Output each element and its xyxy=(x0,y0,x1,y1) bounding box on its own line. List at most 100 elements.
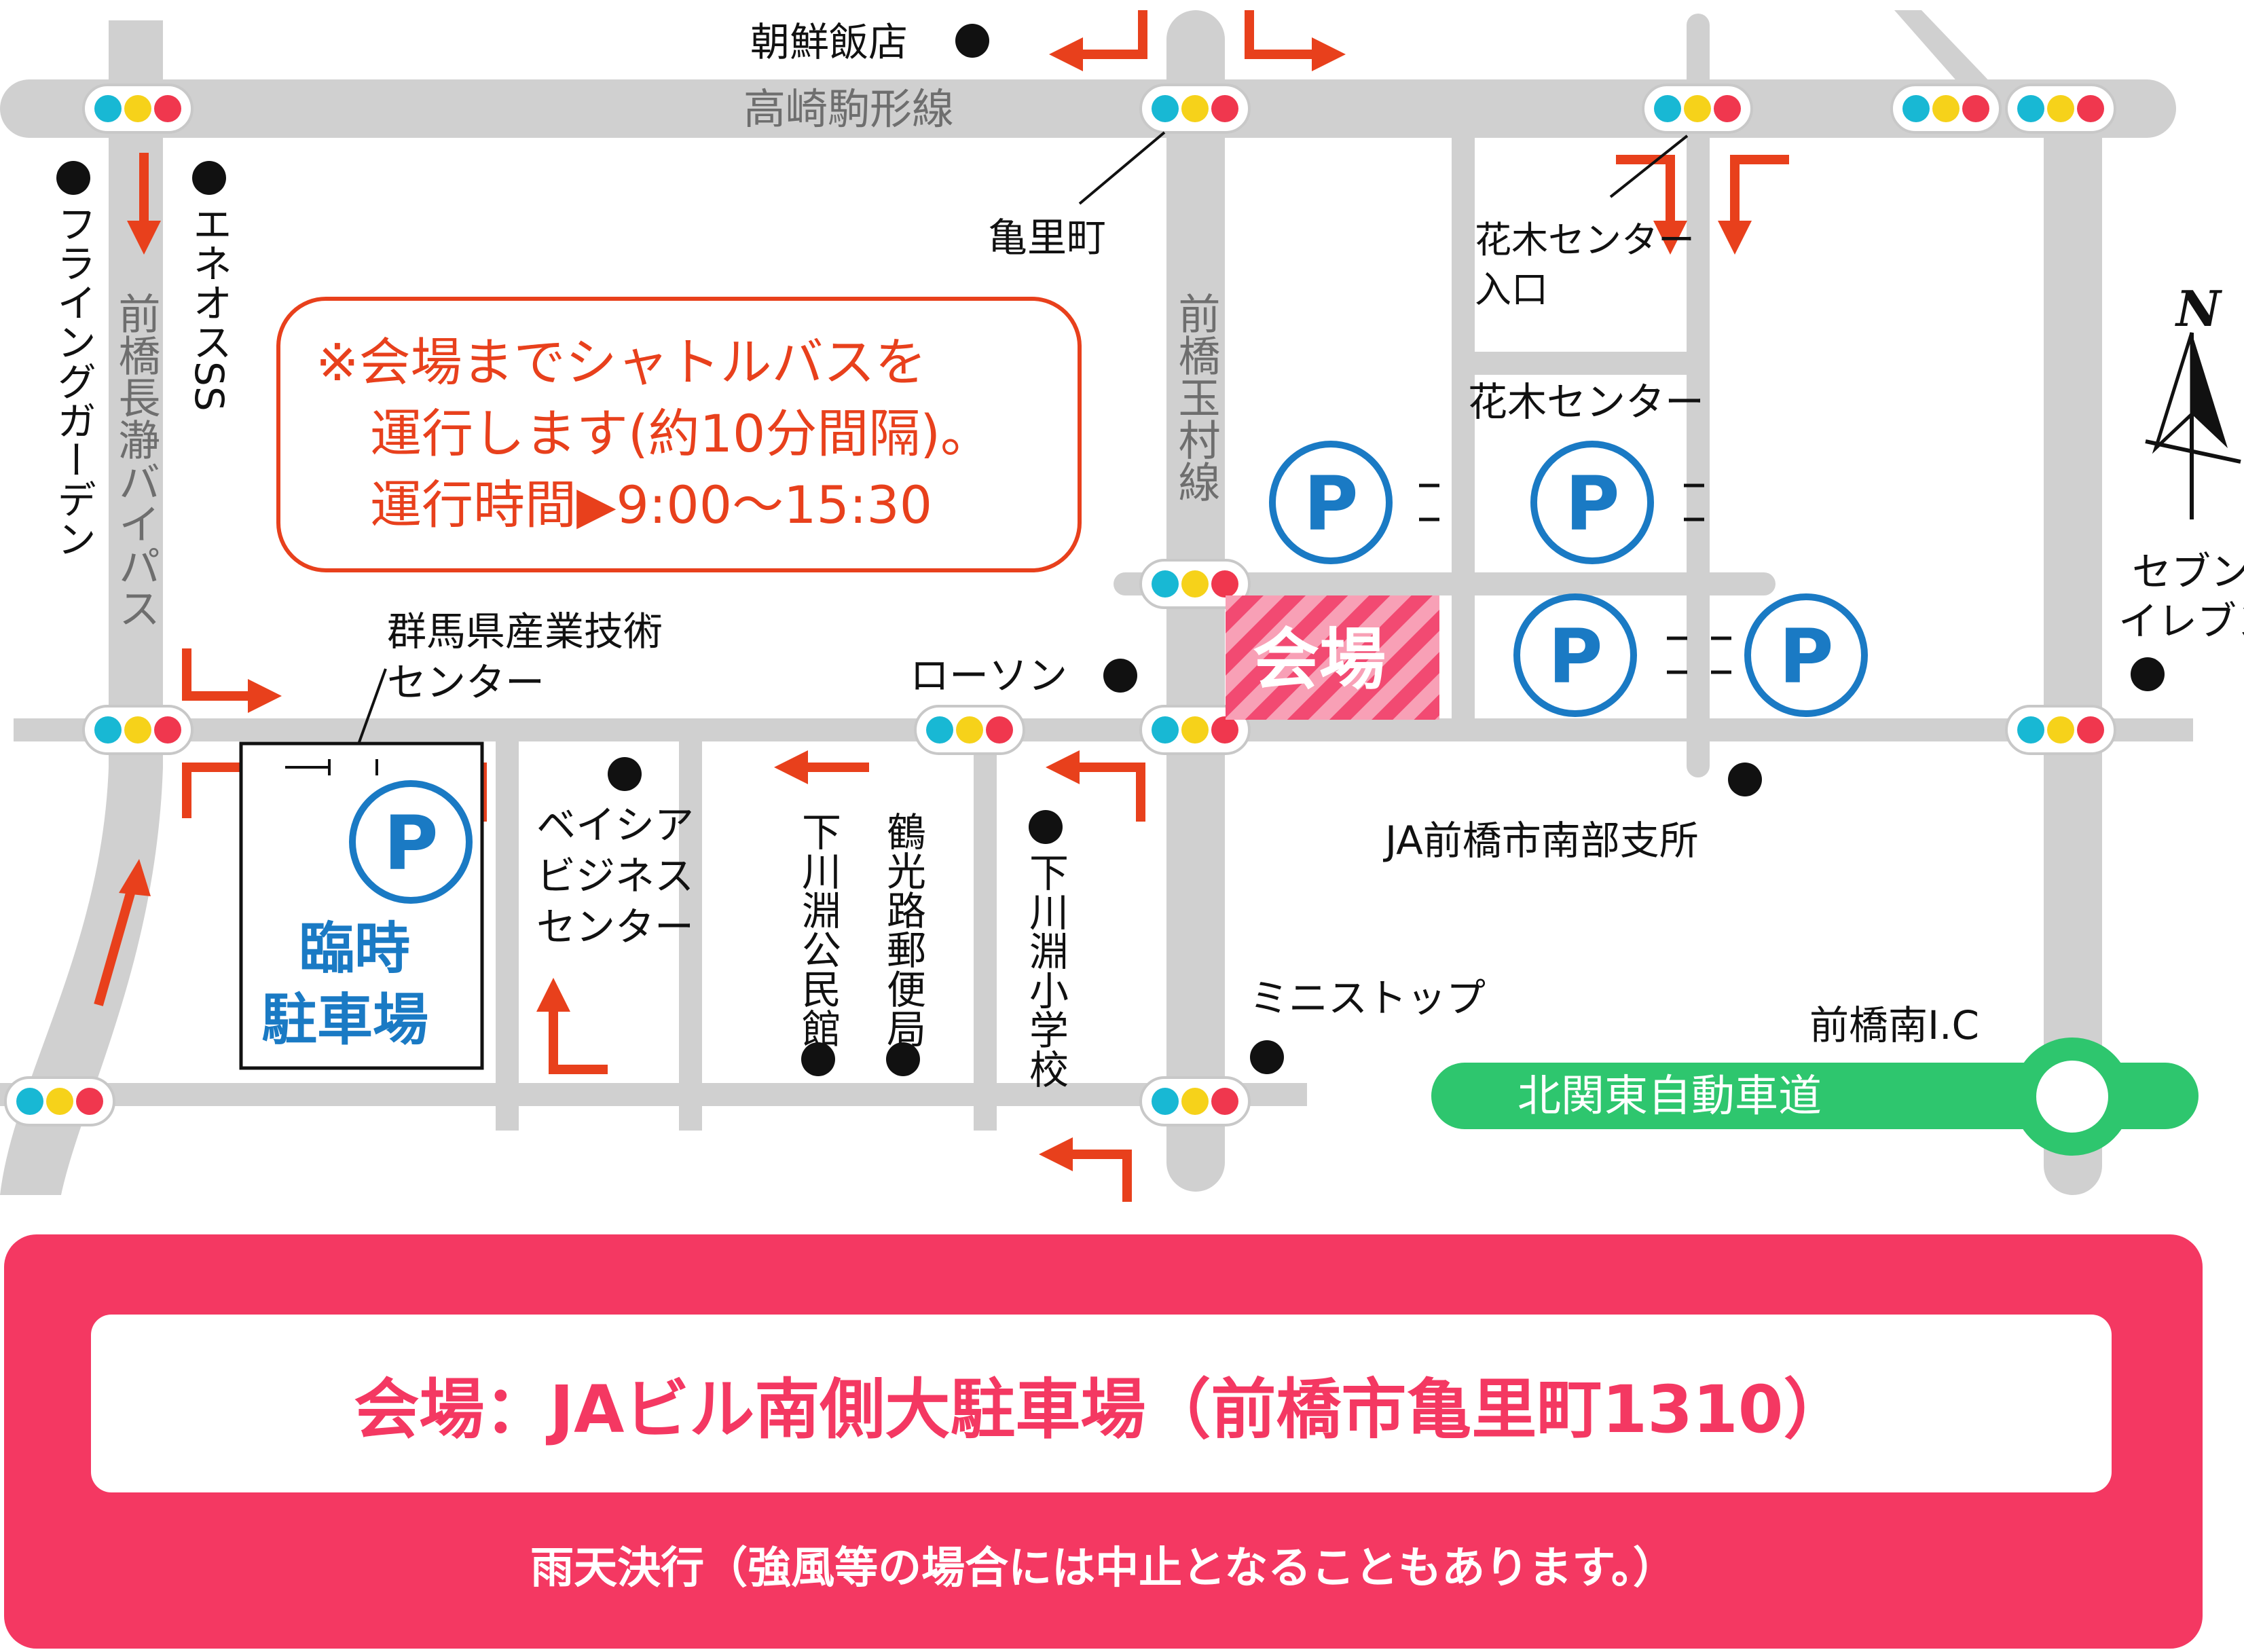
shuttle-notice-line3: 運行時間▶9:00〜15:30 xyxy=(370,475,932,535)
weather-note: 雨天決行（強風等の場合には中止となることもあります。） xyxy=(530,1543,1676,1594)
road-side-3 xyxy=(1452,595,1475,731)
traffic-light xyxy=(2005,705,2116,755)
label-kamesato: 亀里町 xyxy=(988,215,1106,261)
parking-icon: P xyxy=(1779,613,1834,700)
landmark-dot xyxy=(886,1042,920,1076)
temporary-parking-lot: P xyxy=(352,784,469,900)
landmark-dot xyxy=(1103,659,1137,693)
label-kakkoji-post-office: 鶴光路郵便局 xyxy=(880,811,926,1048)
arrow-turn-left xyxy=(1073,763,1145,822)
shuttle-notice-line1: ※会場までシャトルバスを xyxy=(316,332,927,392)
road-kaboku-cross2 xyxy=(1114,572,1776,595)
road-side-1 xyxy=(679,730,702,1131)
arrowhead-icon xyxy=(536,978,570,1012)
arrowhead-icon xyxy=(248,679,282,713)
label-ja-maebashi: JA前橋市南部支所 xyxy=(1383,818,1699,864)
shuttle-notice-line2: 運行します(約10分間隔)。 xyxy=(370,403,992,464)
road-label-takasaki: 高崎駒形線 xyxy=(743,84,954,134)
arrow-up xyxy=(549,1005,608,1074)
venue-label: 会場 xyxy=(1253,621,1386,699)
arrowhead-icon xyxy=(119,859,151,896)
arrow-turn-left xyxy=(1076,10,1147,59)
venue-area xyxy=(1226,595,1439,720)
label-kaboku-center: 花木センター xyxy=(1468,379,1704,425)
label-maebashi-minami-ic: 前橋南I.C xyxy=(1809,1002,1979,1048)
landmark-dot xyxy=(56,161,90,195)
parking-icon: P xyxy=(1565,460,1620,547)
north-compass-icon: N xyxy=(2145,280,2241,519)
expressway-band xyxy=(1431,1063,2199,1129)
arrowhead-icon xyxy=(774,750,808,784)
road-south xyxy=(0,1083,1307,1106)
landmark-dots xyxy=(56,24,2165,1076)
parking-lots: P P P P xyxy=(1272,444,1864,714)
arrow-turn-right xyxy=(182,763,255,818)
label-beisia-2: ビジネス xyxy=(536,853,694,899)
traffic-light xyxy=(1139,1076,1251,1126)
road-label-tamamura: 前橋玉村線 xyxy=(1171,292,1221,502)
road-spur-left xyxy=(496,730,519,1131)
address-box: 会場：JAビル南側大駐車場（前橋市亀里町1310） xyxy=(91,1315,2112,1492)
label-seven-eleven: セブン xyxy=(2132,549,2244,595)
temporary-parking-label: 臨時 xyxy=(299,917,410,981)
arrowhead-icon xyxy=(127,221,161,255)
arrowhead-icon xyxy=(1039,1137,1073,1171)
interchange-ring xyxy=(2013,1038,2131,1156)
label-seven-eleven-2: イレブン xyxy=(2118,598,2244,644)
landmark-dot xyxy=(801,1042,835,1076)
landmark-dot xyxy=(608,757,642,791)
parking-lot: P xyxy=(1517,597,1634,714)
arrowhead-icon xyxy=(1312,37,1346,71)
label-gunma-center: 群馬県産業技術 xyxy=(387,608,663,655)
traffic-light xyxy=(2005,84,2116,134)
traffic-light xyxy=(914,705,1025,755)
traffic-light xyxy=(82,84,194,134)
road-takasaki-komagata xyxy=(0,79,2176,138)
leader-line xyxy=(1078,131,1166,205)
label-beisia-3: センター xyxy=(536,904,694,950)
label-kaboku-entrance-2: 入口 xyxy=(1475,268,1548,311)
arrowhead-icon xyxy=(1718,221,1752,255)
road-nagatoro-bypass xyxy=(0,20,163,1195)
traffic-light xyxy=(1139,84,1251,134)
arrow-turn-right xyxy=(1245,10,1317,59)
label-choson-hanten: 朝鮮飯店 xyxy=(750,19,908,65)
landmark-dot xyxy=(192,161,226,195)
parking-lot: P xyxy=(1272,444,1389,561)
parking-icon: P xyxy=(1304,460,1359,547)
arrow-turn-left xyxy=(1066,1150,1132,1202)
temporary-parking-label-2: 駐車場 xyxy=(261,988,428,1052)
parking-icon: P xyxy=(384,800,439,887)
arrowhead-icon xyxy=(1653,221,1687,255)
landmark-dot xyxy=(2131,657,2165,691)
road-side-2 xyxy=(974,730,997,1131)
label-shimokawabuchi-kominkan: 下川淵公民館 xyxy=(795,811,841,1048)
parking-icon: P xyxy=(1548,613,1603,700)
shuttle-notice-box xyxy=(276,297,1082,572)
arrowhead-icon xyxy=(1046,750,1080,784)
road-northeast-diagonal xyxy=(1894,10,1996,95)
landmark-dot xyxy=(1029,810,1063,844)
expressway-label: 北関東自動車道 xyxy=(1518,1071,1822,1122)
road-label-bypass: 前橋長瀞バイパス xyxy=(111,292,161,629)
parking-connectors xyxy=(1419,483,1731,674)
leader-line xyxy=(1609,134,1689,198)
arrow-down xyxy=(1616,155,1675,224)
traffic-light xyxy=(4,1076,115,1126)
arrow-turn-right xyxy=(182,648,255,701)
road-east-main xyxy=(2044,81,2102,1195)
parking-lot: P xyxy=(1534,444,1651,561)
label-lawson: ローソン xyxy=(910,653,1067,699)
temporary-parking-area xyxy=(239,741,484,1070)
footer-panel: 会場：JAビル南側大駐車場（前橋市亀里町1310） 雨天決行（強風等の場合には中… xyxy=(4,1234,2203,1649)
road-middle xyxy=(14,718,2193,741)
label-beisia: ベイシア xyxy=(536,802,694,848)
label-flying-garden: フライングガーデン xyxy=(50,204,96,558)
arrow-up xyxy=(94,885,137,1006)
landmark-dot xyxy=(1250,1040,1284,1074)
road-network xyxy=(0,10,2193,1195)
road-kaboku-cross1 xyxy=(1452,352,1687,375)
label-shimokawabuchi-school: 下川淵小学校 xyxy=(1023,852,1069,1088)
label-eneos-ss: エネオスSS xyxy=(186,204,232,411)
arrowhead-icon xyxy=(1049,37,1083,71)
